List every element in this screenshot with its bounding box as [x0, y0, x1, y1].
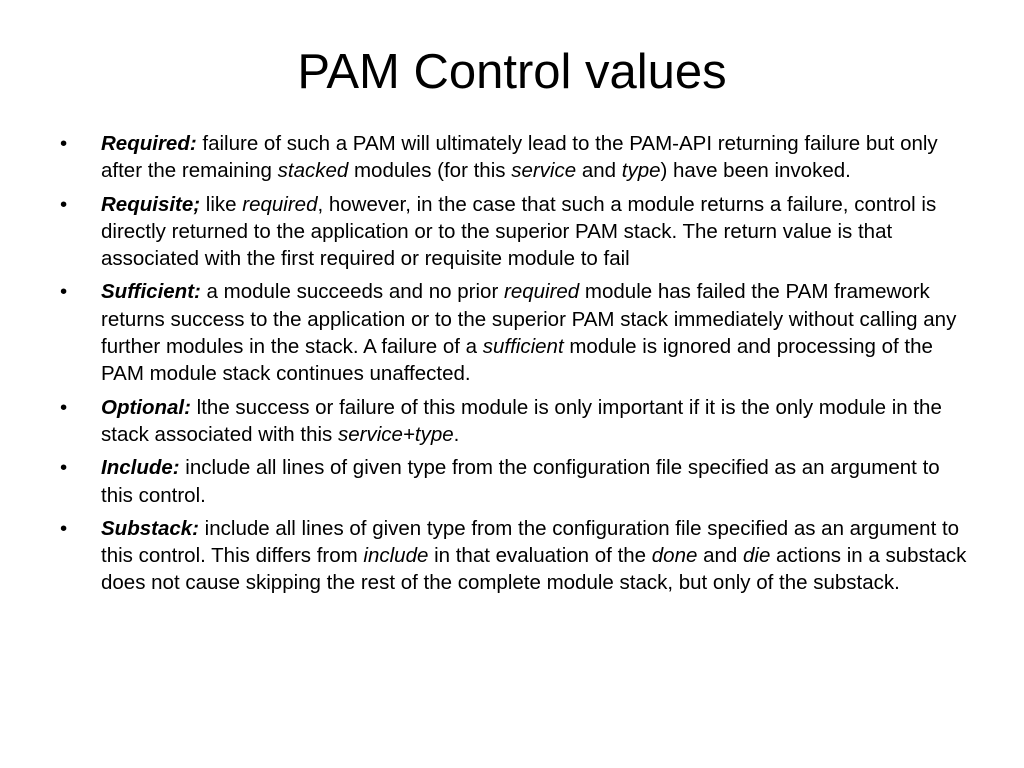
bullet-text: like	[200, 192, 243, 216]
bullet-text: modules (for this	[348, 159, 512, 183]
bullet-emphasis: done	[651, 544, 698, 568]
bullet-item-include: • Include: include all lines of given ty…	[58, 454, 973, 509]
bullet-term: Requisite;	[101, 192, 201, 216]
bullet-text: and	[697, 544, 743, 568]
bullet-emphasis: include	[363, 544, 429, 568]
bullet-emphasis: service	[511, 159, 577, 183]
bullet-term: Substack:	[101, 516, 199, 540]
bullet-icon: •	[60, 456, 68, 480]
bullet-text: failure of such a PAM will ultimately le…	[101, 132, 938, 183]
bullet-item-optional: • Optional: lthe success or failure of t…	[58, 394, 973, 449]
bullet-list: • Required: failure of such a PAM will u…	[58, 130, 973, 603]
bullet-item-required: • Required: failure of such a PAM will u…	[58, 130, 973, 185]
bullet-text: a module succeeds and no prior	[200, 280, 504, 304]
bullet-text: actions in a substack does not cause ski…	[101, 544, 967, 595]
bullet-term: Required:	[101, 132, 197, 155]
bullet-text: module has failed the PAM framework retu…	[101, 280, 957, 359]
bullet-term: Optional:	[101, 395, 191, 419]
bullet-term: Sufficient:	[101, 280, 201, 304]
bullet-icon: •	[60, 192, 68, 216]
bullet-text: lthe success or failure of this module i…	[101, 395, 942, 446]
bullet-emphasis: required	[504, 280, 580, 304]
bullet-text: ) have been invoked.	[660, 159, 851, 183]
bullet-emphasis: sufficient	[482, 335, 564, 359]
bullet-item-requisite: • Requisite; like required, however, in …	[58, 191, 973, 273]
bullet-emphasis: stacked	[277, 159, 349, 183]
bullet-emphasis: die	[743, 544, 771, 568]
bullet-text: include all lines of given type from the…	[101, 516, 960, 568]
bullet-item-substack: • Substack: include all lines of given t…	[58, 515, 973, 597]
bullet-icon: •	[60, 132, 68, 155]
bullet-icon: •	[60, 280, 68, 304]
bullet-text: .	[453, 422, 460, 446]
bullet-emphasis: required	[242, 192, 318, 216]
bullet-text: in that evaluation of the	[428, 544, 652, 568]
bullet-icon: •	[60, 516, 68, 540]
bullet-emphasis: type	[621, 159, 661, 183]
bullet-icon: •	[60, 395, 68, 419]
bullet-text: and	[576, 159, 622, 183]
bullet-text: , however, in the case that such a modul…	[101, 192, 937, 271]
bullet-emphasis: service+type	[338, 422, 454, 446]
bullet-text: module is ignored and processing of the …	[101, 335, 933, 386]
bullet-term: Include:	[101, 456, 180, 480]
bullet-text: include all lines of given type from the…	[101, 456, 940, 507]
bullet-item-sufficient: • Sufficient: a module succeeds and no p…	[58, 278, 973, 387]
slide-title: PAM Control values	[297, 45, 727, 99]
